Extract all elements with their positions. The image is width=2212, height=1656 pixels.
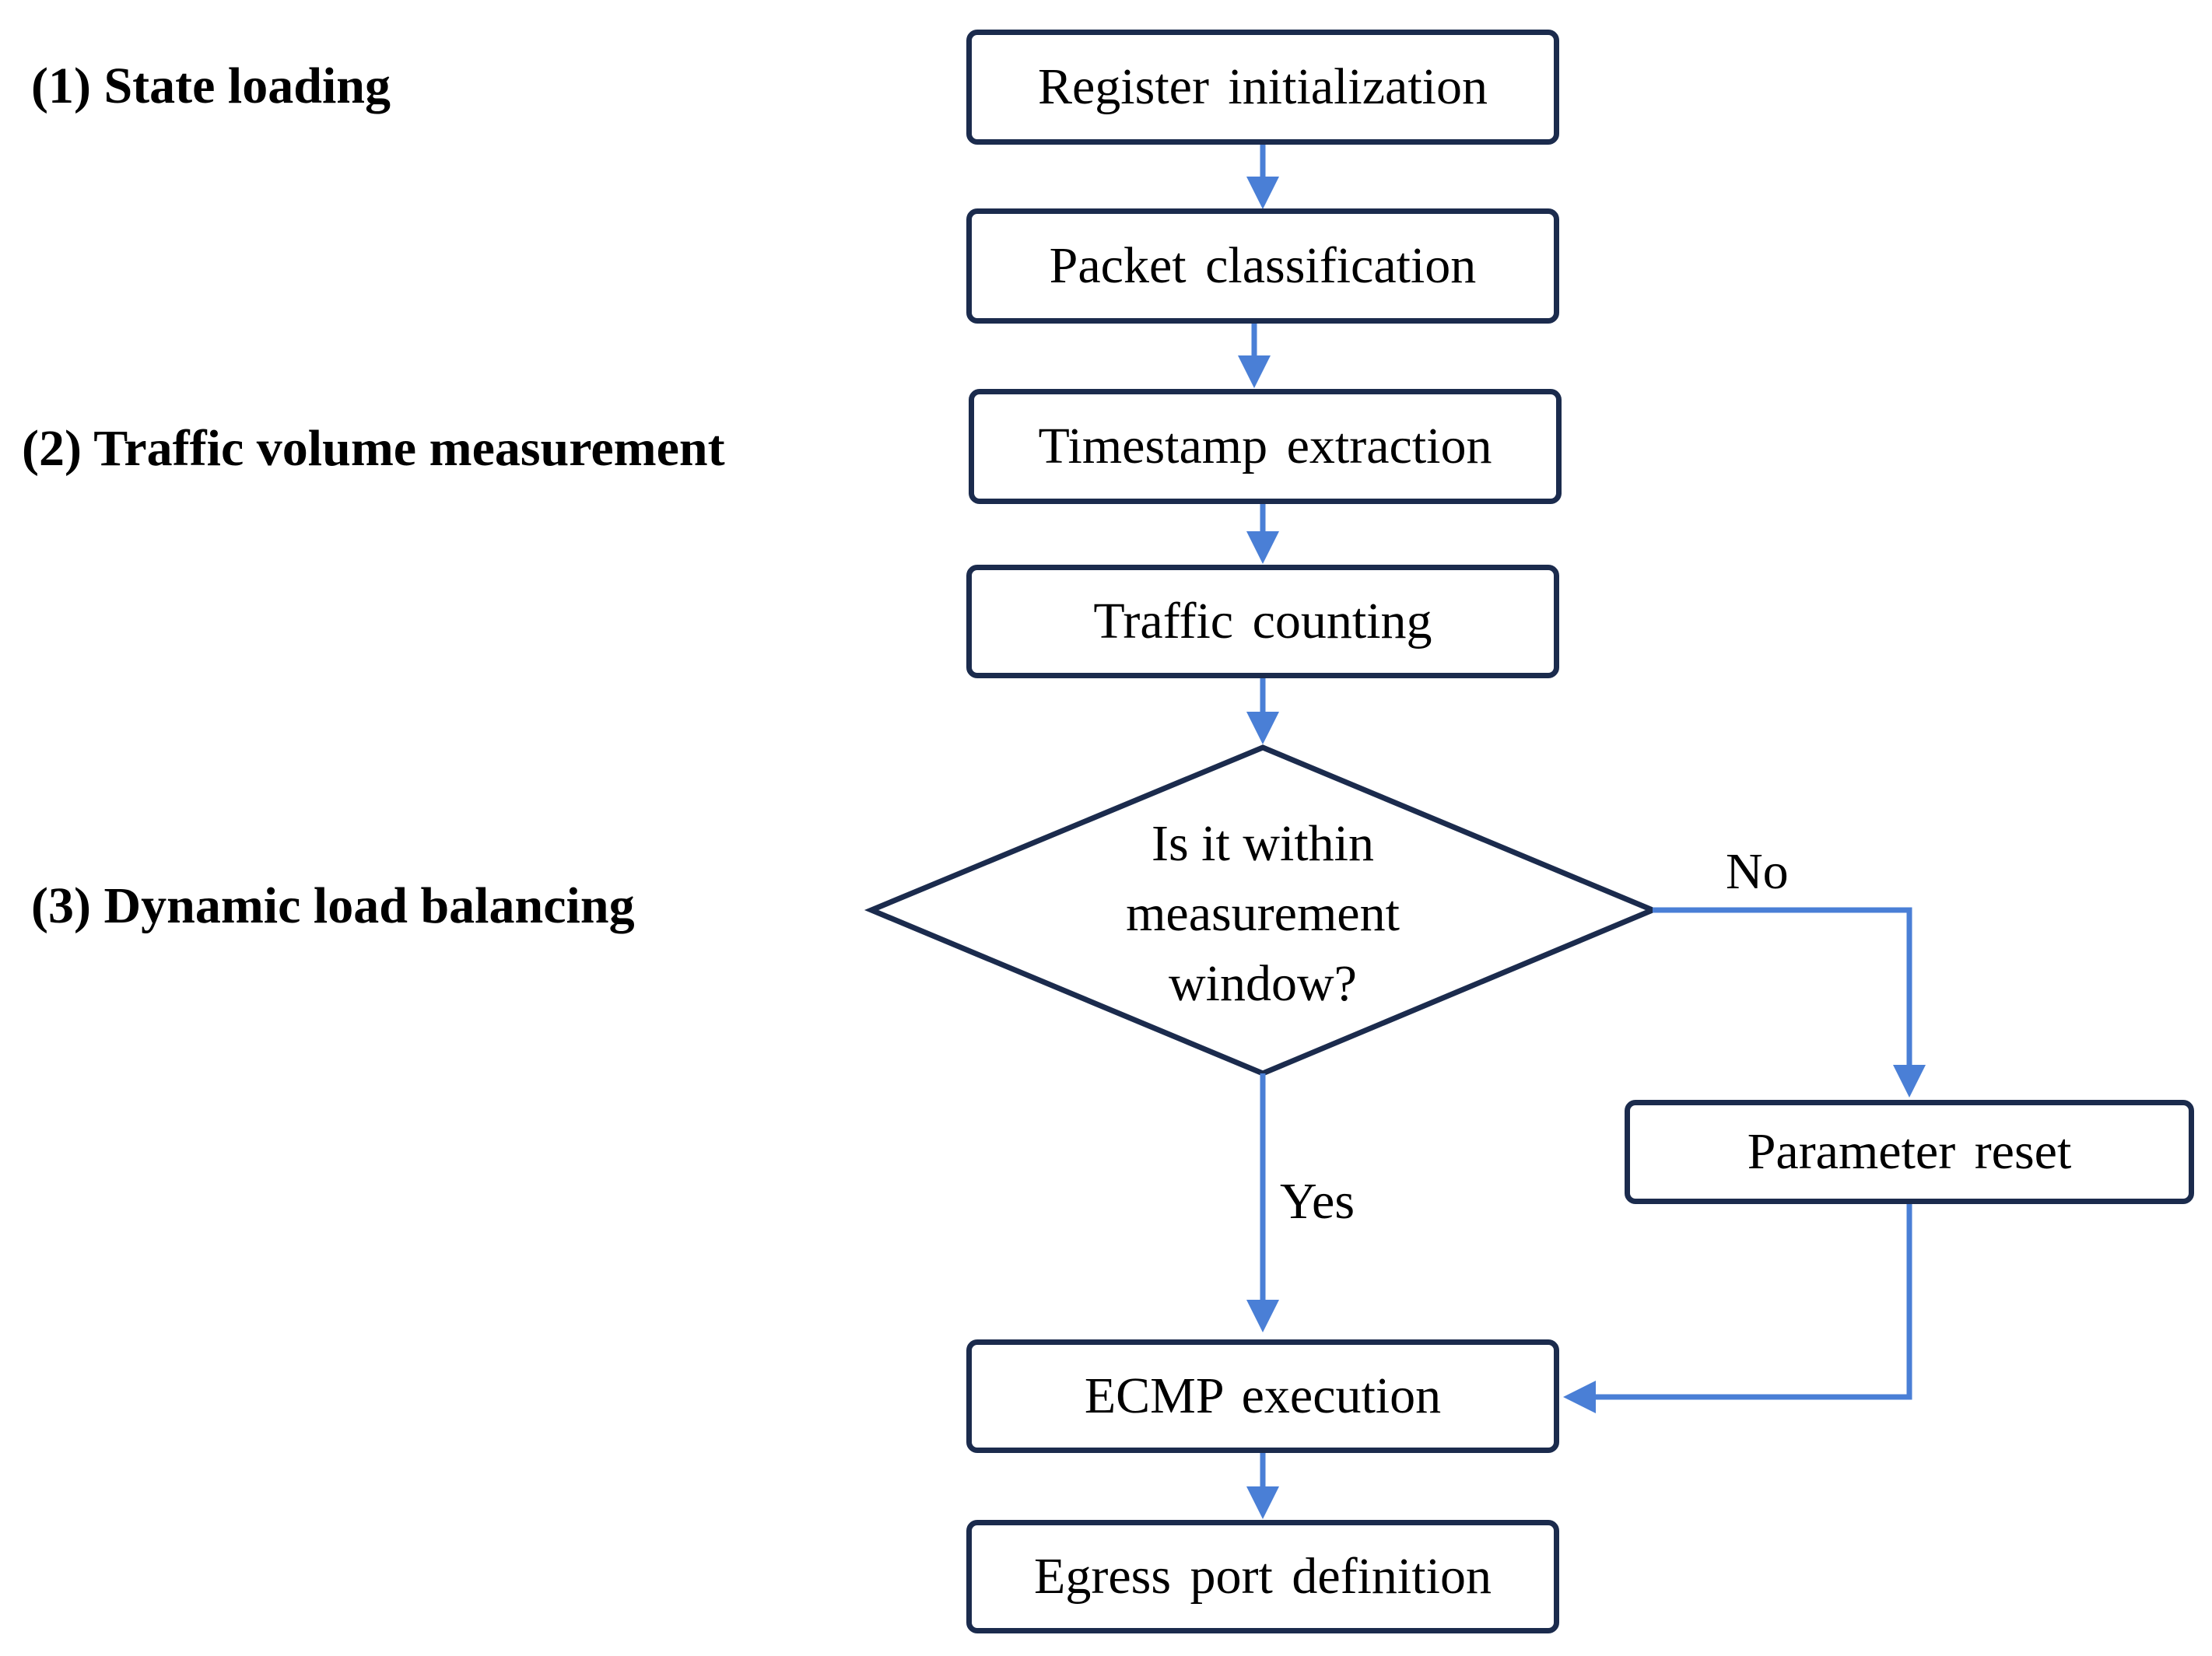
branch-label-no: No (1726, 843, 1789, 900)
step-parameter-reset: Parameter reset (1625, 1100, 2194, 1204)
arrow-reset-to-ecmp (1563, 1204, 1912, 1413)
branch-label-yes: Yes (1280, 1173, 1355, 1230)
step-register-initialization: Register initialization (966, 30, 1559, 145)
stage-label-load-balancing: (3) Dynamic load balancing (31, 877, 635, 934)
stage-label-state-loading: (1) State loading (31, 58, 391, 114)
decision-label-line-2: measurement (1126, 885, 1400, 942)
step-ecmp-execution: ECMP execution (966, 1339, 1559, 1453)
step-timestamp-extraction: Timestamp extraction (969, 389, 1562, 504)
step-traffic-counting: Traffic counting (966, 565, 1559, 678)
decision-label: Is it within measurement window? (1068, 809, 1457, 1019)
step-egress-port-definition: Egress port definition (966, 1520, 1559, 1633)
decision-label-line-1: Is it within (1151, 815, 1374, 872)
arrow-no-to-reset (1653, 907, 1926, 1098)
step-packet-classification: Packet classification (966, 208, 1559, 324)
stage-label-traffic-volume: (2) Traffic volume measurement (22, 420, 725, 477)
decision-label-line-3: window? (1169, 955, 1357, 1012)
